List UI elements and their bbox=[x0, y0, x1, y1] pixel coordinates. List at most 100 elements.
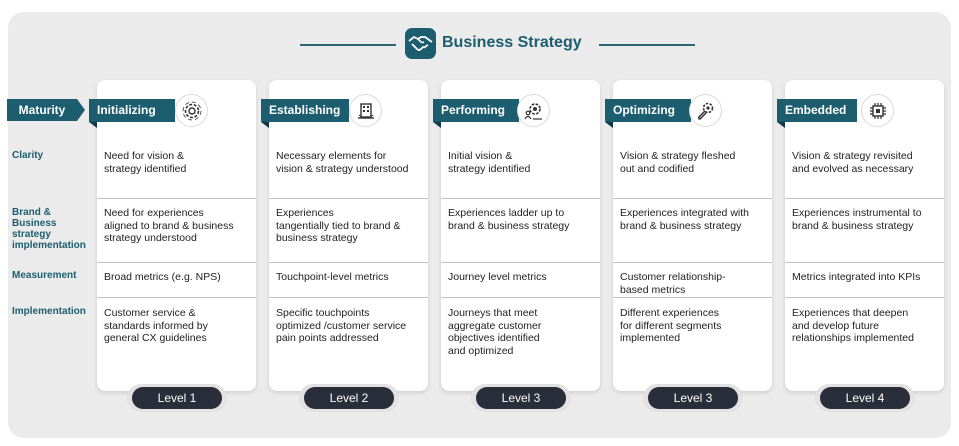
row-label-brand-line: implementation bbox=[12, 240, 86, 251]
row-divider bbox=[441, 198, 600, 199]
row-divider bbox=[613, 198, 772, 199]
row-divider bbox=[269, 198, 428, 199]
row-label-brand: Brand & Business strategy implementation bbox=[12, 207, 86, 251]
cell-line: Initial vision & bbox=[448, 150, 513, 162]
cell-clarity: Initial vision & strategy identified bbox=[448, 150, 596, 175]
chip-icon bbox=[861, 94, 894, 127]
cell-line: aggregate customer bbox=[448, 319, 542, 332]
stage-title: Embedded bbox=[777, 99, 857, 128]
stage-title: Performing bbox=[433, 99, 519, 128]
cell-line: standards informed by bbox=[104, 319, 208, 332]
row-label-clarity: Clarity bbox=[12, 150, 44, 161]
cell-line: brand & business strategy bbox=[620, 219, 742, 232]
cell-line: Necessary elements for bbox=[276, 150, 387, 162]
row-divider bbox=[785, 198, 944, 199]
level-label: Level 1 bbox=[132, 387, 222, 409]
row-divider bbox=[441, 262, 600, 263]
stage-title: Optimizing bbox=[605, 99, 691, 128]
cell-line: out and codified bbox=[620, 162, 695, 175]
level-label: Level 4 bbox=[820, 387, 910, 409]
row-divider bbox=[269, 262, 428, 263]
row-label-brand-line: Brand & bbox=[12, 207, 51, 218]
level-badge: Level 3 bbox=[471, 384, 571, 412]
cell-brand: Experiences ladder up to brand & busines… bbox=[448, 207, 596, 232]
cell-line: and optimized bbox=[448, 344, 514, 357]
building-icon bbox=[349, 94, 382, 127]
cell-line: Journeys that meet bbox=[448, 307, 538, 319]
row-divider bbox=[97, 297, 256, 298]
cell-implementation: Different experiences for different segm… bbox=[620, 307, 768, 345]
maturity-label: Maturity bbox=[7, 99, 85, 121]
level-badge: Level 2 bbox=[299, 384, 399, 412]
header: Business Strategy bbox=[300, 28, 695, 60]
row-label-measurement: Measurement bbox=[12, 270, 77, 281]
row-divider bbox=[97, 198, 256, 199]
cell-brand: Experiences instrumental to brand & busi… bbox=[792, 207, 940, 232]
handshake-icon bbox=[405, 28, 436, 59]
cell-line: Experiences ladder up to bbox=[448, 207, 565, 219]
cell-line: Vision & strategy revisited bbox=[792, 150, 913, 162]
cell-line: Experiences that deepen bbox=[792, 307, 909, 319]
cell-clarity: Vision & strategy fleshed out and codifi… bbox=[620, 150, 768, 175]
row-divider bbox=[441, 297, 600, 298]
cell-line: Metrics integrated into KPIs bbox=[792, 271, 921, 283]
stage-title: Initializing bbox=[89, 99, 175, 128]
level-label: Level 2 bbox=[304, 387, 394, 409]
row-divider bbox=[613, 262, 772, 263]
header-rule-left bbox=[300, 44, 396, 46]
stage-title: Establishing bbox=[261, 99, 349, 128]
cell-implementation: Experiences that deepen and develop futu… bbox=[792, 307, 940, 345]
cell-line: business strategy bbox=[276, 232, 358, 244]
cell-line: Different experiences bbox=[620, 307, 720, 319]
row-divider bbox=[269, 297, 428, 298]
cell-line: Need for experiences bbox=[104, 207, 204, 219]
cell-implementation: Journeys that meet aggregate customer ob… bbox=[448, 307, 596, 357]
level-badge: Level 1 bbox=[127, 384, 227, 412]
cell-line: strategy understood bbox=[104, 232, 197, 244]
cell-line: Journey level metrics bbox=[448, 271, 547, 283]
cell-line: relationships implemented bbox=[792, 332, 914, 344]
gear-person-icon bbox=[517, 94, 550, 127]
stage-card-performing: Performing Initial vision & strategy ide… bbox=[433, 80, 600, 391]
cell-measurement: Metrics integrated into KPIs bbox=[792, 271, 940, 284]
row-divider bbox=[613, 297, 772, 298]
row-label-brand-line: Business bbox=[12, 218, 57, 229]
level-label: Level 3 bbox=[476, 387, 566, 409]
row-divider bbox=[785, 297, 944, 298]
cell-line: Need for vision & bbox=[104, 150, 184, 162]
cell-line: implemented bbox=[620, 332, 681, 344]
level-badge: Level 4 bbox=[815, 384, 915, 412]
cell-line: brand & business strategy bbox=[448, 219, 570, 232]
row-label-implementation: Implementation bbox=[12, 306, 86, 317]
level-label: Level 3 bbox=[648, 387, 738, 409]
stage-card-establishing: Establishing Necessary elements for visi… bbox=[261, 80, 428, 391]
row-label-brand-line: strategy bbox=[12, 229, 51, 240]
cell-implementation: Specific touchpoints optimized /customer… bbox=[276, 307, 424, 345]
cell-line: optimized /customer service bbox=[276, 319, 407, 332]
cell-line: objectives identified bbox=[448, 332, 540, 344]
cell-line: brand & business strategy bbox=[792, 219, 914, 232]
cell-line: tangentially tied to brand & bbox=[276, 219, 401, 232]
wrench-gear-icon bbox=[689, 94, 722, 127]
cell-clarity: Necessary elements for vision & strategy… bbox=[276, 150, 424, 175]
cell-line: Specific touchpoints bbox=[276, 307, 370, 319]
cell-line: strategy identified bbox=[104, 162, 187, 175]
gear-icon bbox=[175, 94, 208, 127]
level-badge: Level 3 bbox=[643, 384, 743, 412]
cell-line: Experiences bbox=[276, 207, 334, 219]
cell-brand: Experiences integrated with brand & busi… bbox=[620, 207, 768, 232]
cell-measurement: Customer relationship- based metrics bbox=[620, 271, 768, 296]
cell-line: Experiences integrated with bbox=[620, 207, 749, 219]
cell-brand: Need for experiences aligned to brand & … bbox=[104, 207, 252, 245]
cell-line: based metrics bbox=[620, 283, 686, 296]
cell-line: pain points addressed bbox=[276, 332, 379, 344]
cell-line: general CX guidelines bbox=[104, 332, 207, 344]
cell-line: Customer relationship- bbox=[620, 271, 726, 283]
cell-clarity: Vision & strategy revisited and evolved … bbox=[792, 150, 940, 175]
cell-line: strategy identified bbox=[448, 162, 531, 175]
cell-line: Customer service & bbox=[104, 307, 196, 319]
cell-line: and evolved as necessary bbox=[792, 162, 914, 175]
cell-line: Touchpoint-level metrics bbox=[276, 271, 389, 283]
cell-line: Vision & strategy fleshed bbox=[620, 150, 736, 162]
cell-line: vision & strategy understood bbox=[276, 162, 409, 175]
